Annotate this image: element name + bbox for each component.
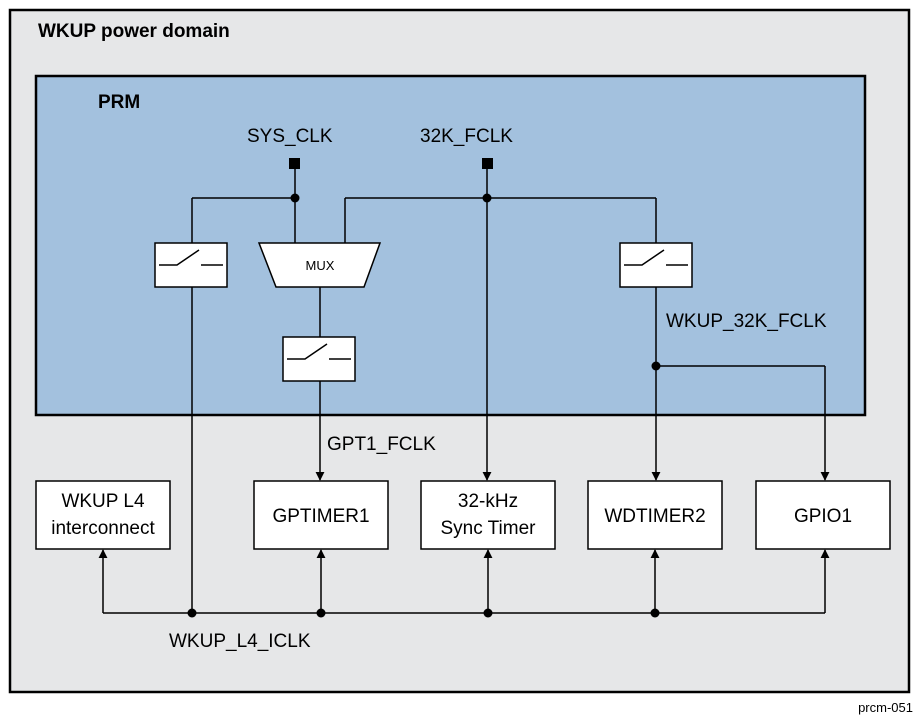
- domain-title: WKUP power domain: [38, 21, 230, 42]
- svg-text:GPIO1: GPIO1: [794, 506, 852, 527]
- sync-timer-box: 32-kHz Sync Timer: [420, 480, 556, 550]
- wkup-32k-junction: [651, 361, 661, 371]
- svg-text:GPTIMER1: GPTIMER1: [272, 506, 369, 527]
- svg-text:WKUP L4: WKUP L4: [61, 491, 145, 512]
- prm-title: PRM: [98, 92, 140, 113]
- wdtimer2-box: WDTIMER2: [587, 480, 723, 550]
- svg-text:WDTIMER2: WDTIMER2: [604, 506, 705, 527]
- fclk-32k-junction: [482, 193, 492, 203]
- figure-id: prcm-051: [858, 700, 913, 715]
- sys-clk-label: SYS_CLK: [247, 126, 333, 147]
- iclk-junction-4: [650, 608, 660, 618]
- clock-mux: MUX: [257, 242, 382, 288]
- fclk-32k-label: 32K_FCLK: [420, 126, 513, 147]
- iclk-junction-3: [483, 608, 493, 618]
- sys-clk-junction: [290, 193, 300, 203]
- gpt1-fclk-label: GPT1_FCLK: [327, 434, 436, 455]
- svg-text:Sync Timer: Sync Timer: [440, 518, 536, 539]
- iclk-junction-1: [187, 608, 197, 618]
- wkup-32k-fclk-label: WKUP_32K_FCLK: [666, 311, 827, 332]
- gpio1-box: GPIO1: [755, 480, 891, 550]
- svg-text:32-kHz: 32-kHz: [458, 491, 518, 512]
- sys-clk-terminal: [289, 158, 300, 169]
- wkup-l4-iclk-label: WKUP_L4_ICLK: [169, 631, 311, 652]
- wkup-32k-gate-switch: [619, 242, 693, 288]
- gpt1-fclk-gate-switch: [282, 336, 356, 382]
- fclk-32k-terminal: [482, 158, 493, 169]
- iclk-gate-switch: [154, 242, 228, 288]
- mux-label: MUX: [306, 258, 335, 273]
- iclk-junction-2: [316, 608, 326, 618]
- svg-text:interconnect: interconnect: [51, 518, 155, 539]
- wkup-l4-interconnect-box: WKUP L4 interconnect: [35, 480, 171, 550]
- gptimer1-box: GPTIMER1: [253, 480, 389, 550]
